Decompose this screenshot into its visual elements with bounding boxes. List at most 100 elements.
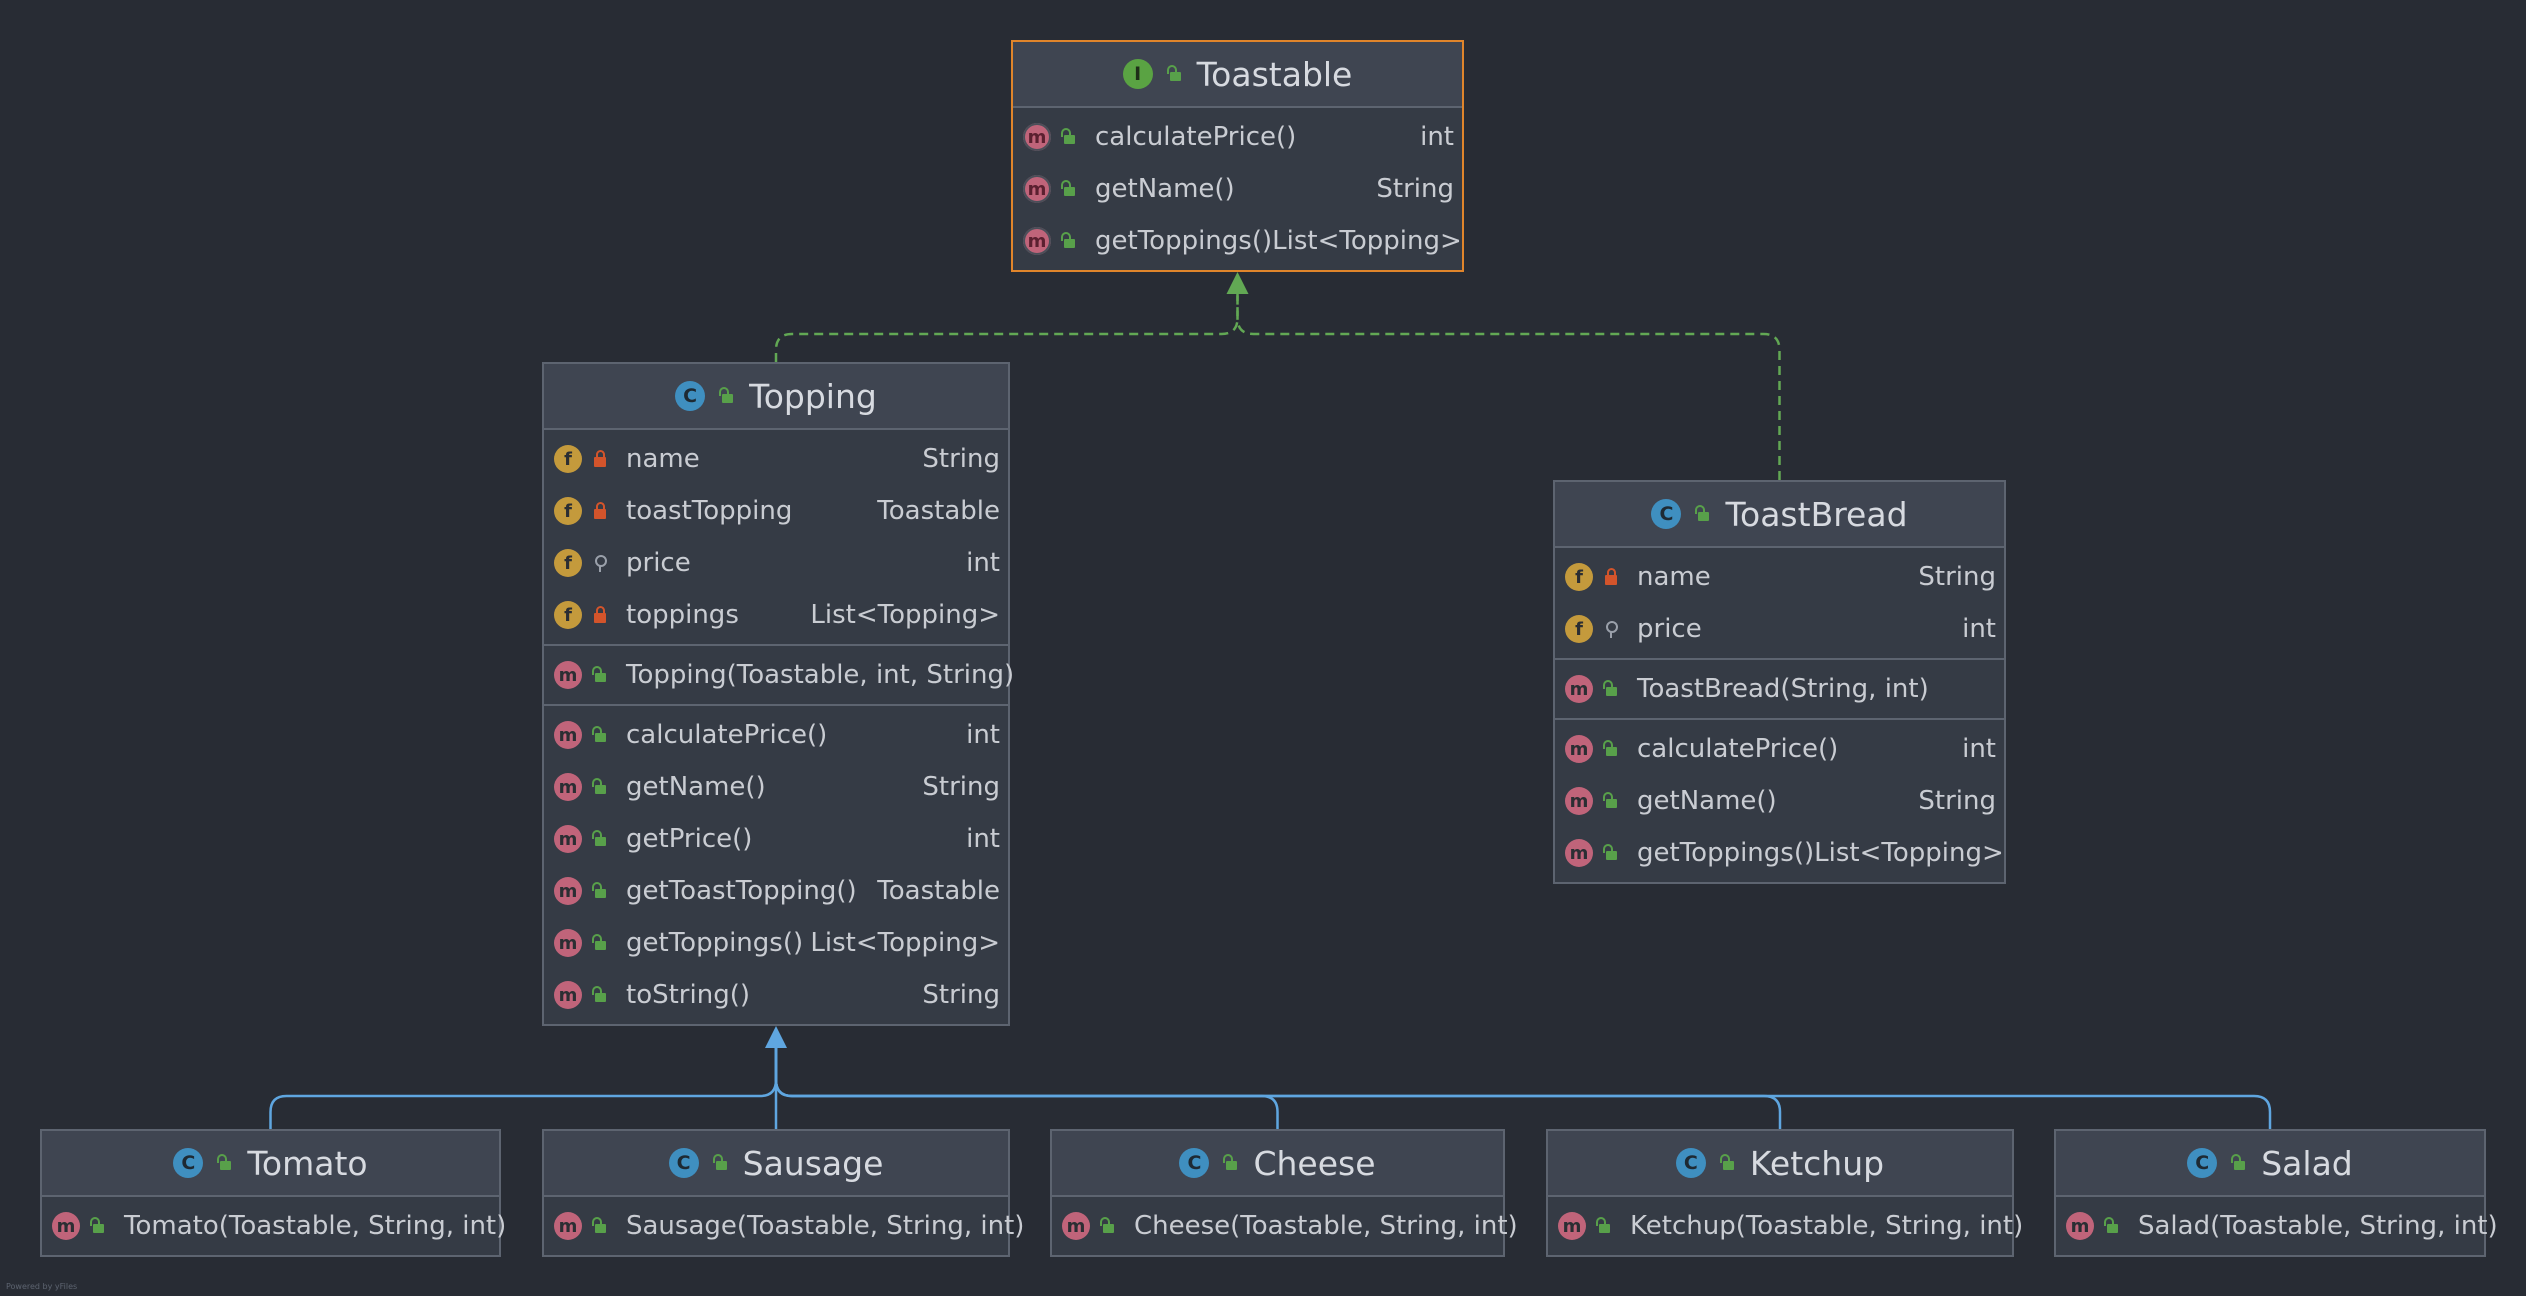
member-row[interactable]: m getName() String [1013,163,1462,215]
member-name: getName() [1095,174,1235,204]
member-row[interactable]: m Tomato(Toastable, String, int) [42,1200,506,1252]
public-visibility-icon [1603,844,1619,862]
member-name: Tomato(Toastable, String, int) [124,1211,507,1241]
member-row[interactable]: m getName() String [1555,775,2004,827]
member-row[interactable]: m calculatePrice() int [1013,111,1462,163]
public-visibility-icon [1223,1154,1239,1172]
member-row[interactable]: f toastTopping Toastable [544,485,1008,537]
member-name: Sausage(Toastable, String, int) [626,1211,1025,1241]
class-name: Topping [749,376,877,416]
member-row[interactable]: m calculatePrice() int [544,709,1008,761]
member-section: m calculatePrice() int m getName() Strin… [1555,720,2004,882]
member-row[interactable]: m getPrice() int [544,813,1008,865]
member-name: price [1637,614,1702,644]
abstract-method-icon: m [1023,175,1051,203]
node-topping[interactable]: C Topping f name String f toastTopping T… [542,362,1014,1026]
member-row[interactable]: f name String [544,433,1008,485]
node-sausage[interactable]: C Sausage m Sausage(Toastable, String, i… [542,1129,1024,1257]
member-row[interactable]: f price int [544,537,1008,589]
field-icon: f [1565,563,1593,591]
extends-edge [774,1046,1782,1129]
public-visibility-icon [1603,680,1619,698]
node-toastable[interactable]: I Toastable m calculatePrice() int m get… [1011,40,1464,272]
member-section: m Sausage(Toastable, String, int) [544,1197,1024,1255]
member-row[interactable]: m Ketchup(Toastable, String, int) [1548,1200,2023,1252]
method-icon: m [1565,675,1593,703]
public-visibility-icon [1061,180,1077,198]
class-icon: C [1179,1148,1210,1178]
node-salad[interactable]: C Salad m Salad(Toastable, String, int) [2054,1129,2498,1257]
member-row[interactable]: m Sausage(Toastable, String, int) [544,1200,1024,1252]
field-icon: f [554,549,582,577]
implements-arrowhead [1226,272,1249,294]
public-visibility-icon [1695,505,1711,523]
member-row[interactable]: f price int [1555,603,2004,655]
member-name: getName() [1637,786,1777,816]
member-row[interactable]: m getName() String [544,761,1008,813]
member-row[interactable]: m getToppings() List<Topping> [544,917,1008,969]
public-visibility-icon [1100,1217,1116,1235]
member-row[interactable]: f name String [1555,551,2004,603]
method-icon: m [554,877,582,905]
member-section: m Tomato(Toastable, String, int) [42,1197,506,1255]
abstract-method-icon: m [1023,227,1051,255]
public-visibility-icon [2231,1154,2247,1172]
public-visibility-icon [592,778,608,796]
class-icon: C [668,1148,699,1178]
class-name: Cheese [1253,1143,1376,1183]
member-row[interactable]: m Salad(Toastable, String, int) [2056,1200,2498,1252]
method-icon: m [554,825,582,853]
member-section: m Salad(Toastable, String, int) [2056,1197,2498,1255]
member-section: f name String f toastTopping Toastable f… [544,430,1008,646]
public-visibility-icon [1061,232,1077,250]
member-row[interactable]: m ToastBread(String, int) [1555,663,2004,715]
node-toastbread[interactable]: C ToastBread f name String f price int m… [1553,480,2006,884]
package-visibility-icon [592,554,608,572]
member-section: m calculatePrice() int m getName() Strin… [1013,108,1462,270]
public-visibility-icon [712,1154,729,1172]
node-ketchup[interactable]: C Ketchup m Ketchup(Toastable, String, i… [1546,1129,2023,1257]
member-section: f name String f price int [1555,548,2004,660]
member-row[interactable]: m calculatePrice() int [1555,723,2004,775]
public-visibility-icon [719,387,735,405]
node-title: C ToastBread [1555,482,2004,548]
member-type: int [1962,614,1996,644]
public-visibility-icon [1603,740,1619,758]
node-tomato[interactable]: C Tomato m Tomato(Toastable, String, int… [40,1129,506,1257]
method-icon: m [554,1212,582,1240]
public-visibility-icon [592,830,608,848]
extends-edge [774,1046,1279,1129]
class-name: Toastable [1196,54,1353,94]
private-visibility-icon [592,450,608,468]
public-visibility-icon [592,986,608,1004]
field-icon: f [554,497,582,525]
node-cheese[interactable]: C Cheese m Cheese(Toastable, String, int… [1050,1129,1518,1257]
member-name: Salad(Toastable, String, int) [2138,1211,2498,1241]
member-type: List<Topping> [810,600,1000,630]
member-row[interactable]: m toString() String [544,969,1008,1021]
package-visibility-icon [1603,620,1619,638]
member-row[interactable]: m getToastTopping() Toastable [544,865,1008,917]
member-type: int [966,720,1000,750]
member-type: String [922,444,1000,474]
member-row[interactable]: m getToppings() List<Topping> [1555,827,2004,879]
extends-edge [269,1046,778,1129]
abstract-class-icon: C [675,381,706,411]
class-icon: C [2187,1148,2218,1178]
public-visibility-icon [90,1217,106,1235]
class-icon: C [1651,499,1682,529]
member-section: m Topping(Toastable, int, String) [544,646,1014,706]
private-visibility-icon [1603,568,1619,586]
member-name: price [626,548,691,578]
member-row[interactable]: m Topping(Toastable, int, String) [544,649,1014,701]
node-title: C Tomato [42,1131,499,1197]
member-row[interactable]: f toppings List<Topping> [544,589,1008,641]
member-name: Ketchup(Toastable, String, int) [1630,1211,2024,1241]
member-row[interactable]: m getToppings() List<Topping> [1013,215,1462,267]
node-title: C Sausage [544,1131,1008,1197]
method-icon: m [554,661,582,689]
member-name: calculatePrice() [1637,734,1839,764]
extends-edge [774,1046,2272,1129]
member-row[interactable]: m Cheese(Toastable, String, int) [1052,1200,1518,1252]
class-name: Sausage [742,1143,884,1183]
